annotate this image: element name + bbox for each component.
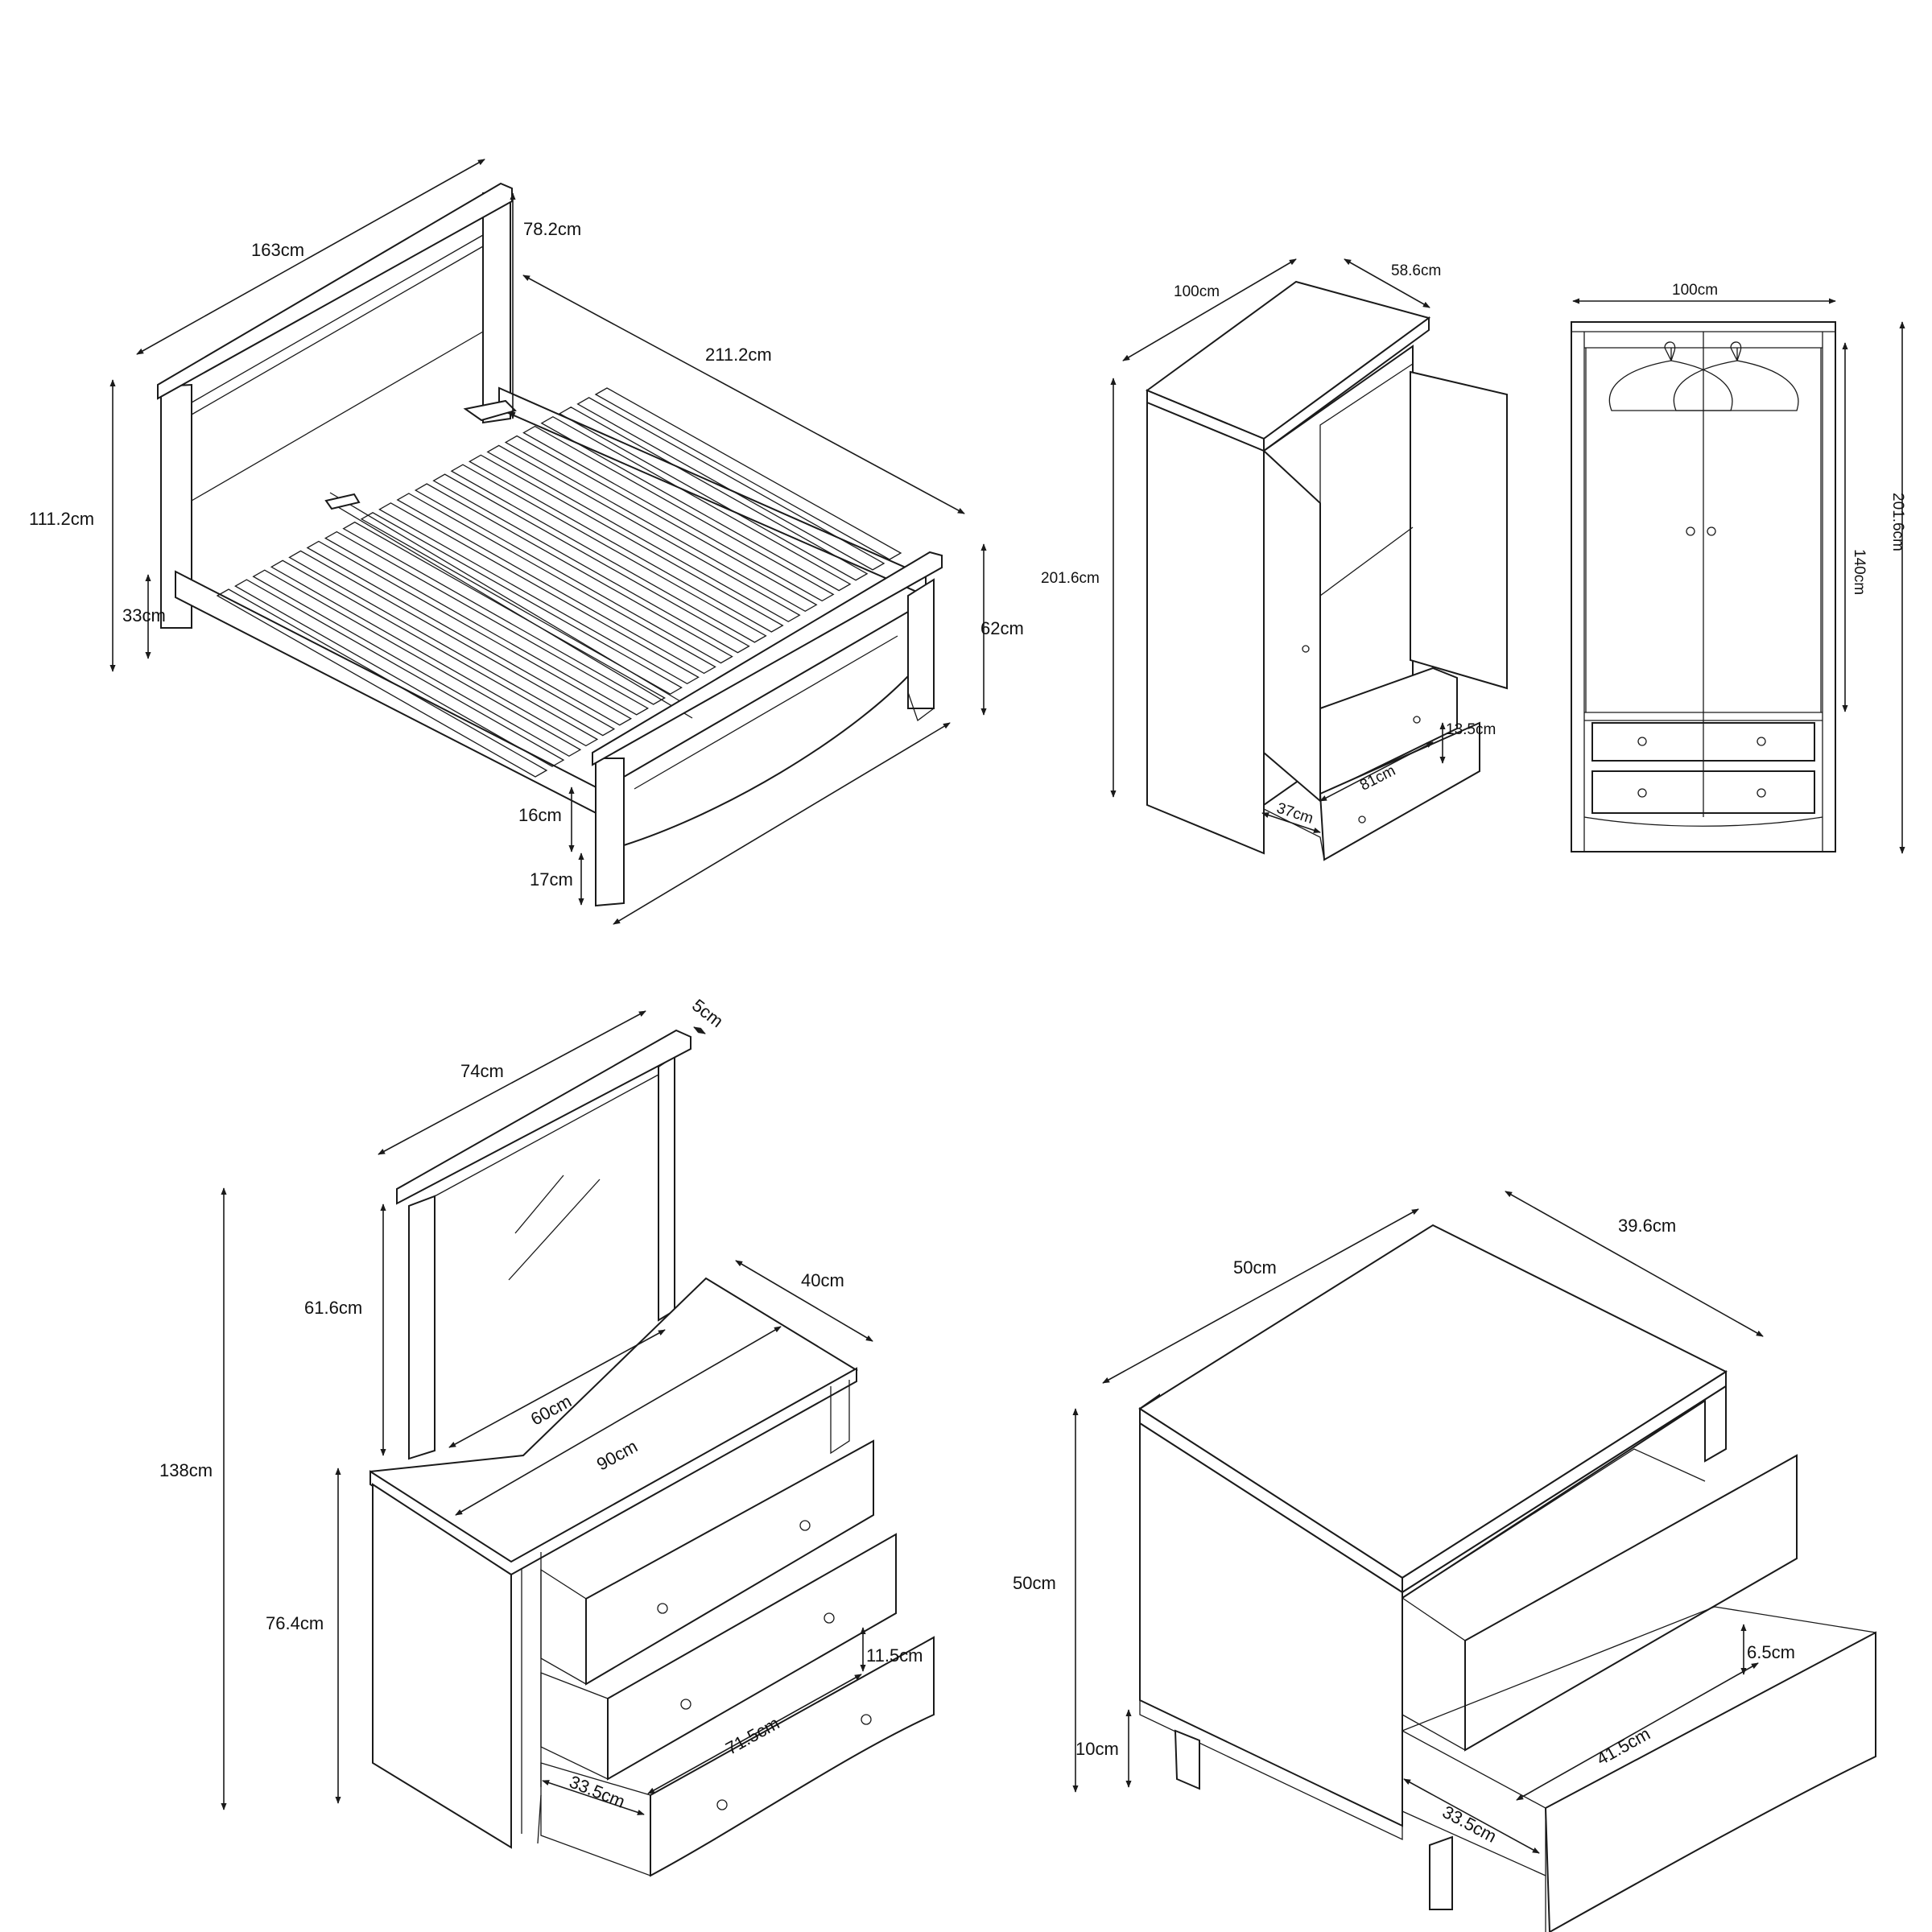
wardrobe-width-label: 100cm: [1174, 283, 1220, 300]
wardrobe-front-width-label: 100cm: [1672, 282, 1718, 299]
bed-slat: [594, 387, 902, 560]
nightstand-height-label: 50cm: [1013, 1573, 1056, 1593]
dresser-depth-label: 40cm: [801, 1270, 844, 1290]
bed-slats: [216, 387, 902, 778]
bed-dimensions: 163cm 78.2cm 211.2cm 111.2cm 33cm 62cm 1…: [29, 159, 1024, 925]
bed-leg-height-label: 33cm: [122, 605, 166, 625]
dresser-body-height-label: 76.4cm: [266, 1613, 324, 1633]
bed-slat: [216, 588, 548, 778]
bed-footboard-height-label: 62cm: [980, 618, 1024, 638]
bed-slat: [414, 483, 733, 664]
bed-headboard-upper-label: 78.2cm: [523, 219, 581, 239]
bed-slat: [504, 435, 818, 613]
bed-slat: [270, 559, 599, 747]
bed-slat: [522, 425, 835, 602]
dresser-drawer-height-label: 11.5cm: [866, 1645, 923, 1666]
bed-slat: [324, 530, 650, 716]
bed-slat: [378, 502, 700, 685]
bed-slat: [288, 550, 616, 737]
nightstand-width-label: 50cm: [1233, 1257, 1277, 1278]
wardrobe-front-drawing: [1571, 321, 1836, 852]
nightstand-drawer-height-label: 6.5cm: [1747, 1642, 1795, 1662]
wardrobe-depth-label: 58.6cm: [1391, 262, 1441, 279]
bed-slat: [252, 569, 582, 758]
bed-slat: [450, 464, 767, 643]
dresser-total-height-label: 138cm: [159, 1460, 213, 1480]
dresser-drawer-depth-label: 33.5cm: [567, 1772, 628, 1812]
wardrobe-drawer-height-label: 13.5cm: [1446, 721, 1496, 738]
wardrobe-front-dimensions: 100cm 201.6cm 140cm: [1572, 282, 1906, 854]
bed-footboard-leg-label: 17cm: [530, 869, 573, 890]
bed-slat: [306, 540, 633, 726]
bed-rail-height-label: 16cm: [518, 805, 562, 825]
bed-headboard-height-label: 111.2cm: [29, 509, 94, 529]
dresser-mirror-height-label: 61.6cm: [304, 1298, 362, 1318]
bed-slat: [360, 512, 683, 695]
bed-slat: [486, 444, 801, 622]
wardrobe-3d-drawing: [1145, 280, 1508, 861]
dresser-mirror-width-label: 74cm: [460, 1061, 504, 1081]
wardrobe-front-height-label: 201.6cm: [1889, 493, 1906, 551]
dresser-mirror-frame-label: 5cm: [688, 995, 727, 1031]
bed-slat: [234, 579, 565, 767]
nightstand-leg-height-label: 10cm: [1075, 1739, 1119, 1759]
bed-width-label: 163cm: [251, 240, 304, 260]
wardrobe-height-label: 201.6cm: [1041, 570, 1100, 587]
bed-slat: [469, 454, 784, 633]
bed-slat: [396, 493, 716, 675]
bed-slat: [342, 521, 666, 705]
wardrobe-3d-dimensions: 100cm 58.6cm 201.6cm 13.5cm 81cm 37cm: [1041, 258, 1496, 833]
wardrobe-door-height-label: 140cm: [1851, 549, 1868, 595]
bed-length-label: 211.2cm: [705, 345, 772, 365]
nightstand-depth-label: 39.6cm: [1618, 1216, 1676, 1236]
bed-slat: [432, 473, 750, 654]
nightstand-drawing: [1138, 1224, 1876, 1932]
dresser-drawing: [369, 1029, 935, 1877]
